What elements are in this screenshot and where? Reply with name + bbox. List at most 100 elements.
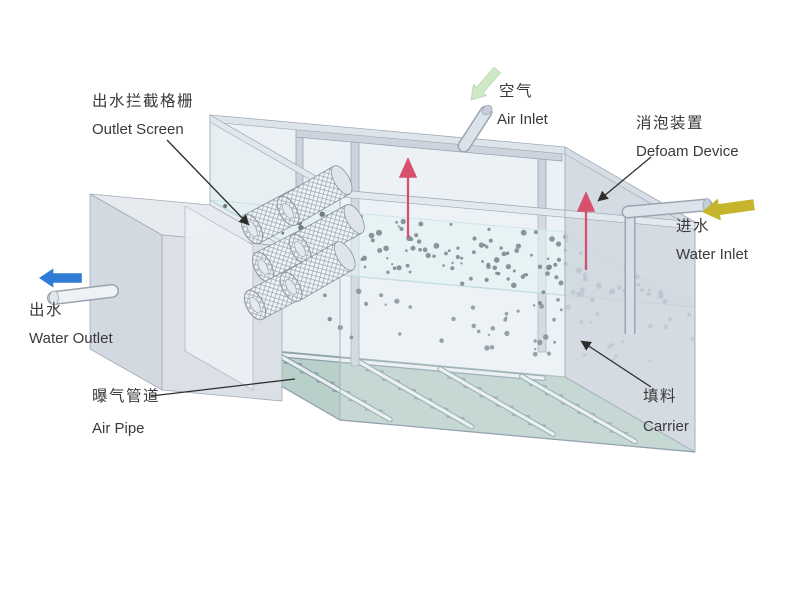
carrier-dot <box>400 218 406 225</box>
pointer-air-pipe <box>150 378 296 397</box>
carrier-dot <box>432 254 436 258</box>
carrier-dot <box>505 264 511 270</box>
carrier-dot <box>449 222 453 226</box>
screen-cylinder <box>279 241 356 302</box>
pointer-defoam-device <box>597 156 652 202</box>
carrier-dot <box>383 245 389 252</box>
carrier-dot <box>485 245 489 249</box>
carrier-dot <box>501 251 507 257</box>
carrier-dot <box>554 275 559 280</box>
label-air-pipe-en: Air Pipe <box>92 420 145 437</box>
carrier-dot <box>394 298 400 304</box>
outlet-screen-cylinders <box>240 165 365 321</box>
carrier-dot <box>514 248 519 253</box>
carrier-dot <box>532 351 538 357</box>
carrier-dot <box>398 332 402 336</box>
outlet-chamber <box>89 193 283 402</box>
carrier-dot <box>405 249 408 252</box>
carrier-dot <box>511 282 517 289</box>
water-inlet-pipe <box>621 198 713 334</box>
carrier-dot <box>524 273 529 277</box>
carrier-dot <box>472 236 477 241</box>
carrier-dot <box>537 339 543 346</box>
label-air-inlet-en: Air Inlet <box>497 111 549 128</box>
carrier-dot <box>541 290 546 295</box>
carrier-dot <box>323 293 327 298</box>
label-defoam-device-cn: 消泡装置 <box>636 114 704 132</box>
carrier-dot <box>489 345 495 350</box>
carrier-dot <box>460 256 464 260</box>
carrier-dot <box>530 253 533 257</box>
carrier-dot <box>496 271 501 276</box>
carrier-dot <box>472 250 476 255</box>
carrier-dot <box>470 305 476 310</box>
carrier-dot <box>444 251 448 256</box>
carrier-dot <box>319 211 325 217</box>
carrier-dot <box>556 257 562 262</box>
carrier-dot <box>364 301 369 306</box>
carrier-dot <box>405 263 410 268</box>
carrier-dot <box>281 231 285 235</box>
carrier-dot <box>460 281 465 286</box>
carrier-dot <box>476 329 481 334</box>
carrier-dot <box>368 232 375 239</box>
carrier-dot <box>481 260 484 263</box>
carrier-dot <box>485 279 488 282</box>
carrier-dot <box>505 251 510 256</box>
carrier-dot <box>499 246 503 250</box>
carrier-dot <box>433 242 440 249</box>
carrier-dot <box>552 317 556 322</box>
air-pipe-grid <box>259 349 638 445</box>
label-air-inlet-cn: 空气 <box>499 82 533 100</box>
carrier-dot <box>391 263 394 266</box>
label-water-outlet-cn: 出水 <box>29 301 63 319</box>
carrier-dot <box>533 230 538 235</box>
carrier-dot <box>556 298 560 302</box>
carrier-dot <box>395 220 398 224</box>
pointer-outlet-screen <box>166 139 250 226</box>
carrier-dot <box>492 265 498 271</box>
carrier-dot <box>386 270 390 274</box>
label-carrier-en: Carrier <box>643 418 689 435</box>
carrier-dot <box>503 318 508 322</box>
air-pipe <box>520 374 637 444</box>
carrier-dot <box>549 236 555 242</box>
label-air-pipe-cn: 曝气管道 <box>92 387 160 405</box>
carrier-dot <box>478 242 485 248</box>
carrier-dot <box>546 351 552 356</box>
carrier-dot <box>471 323 477 329</box>
carrier-dot <box>399 226 404 231</box>
carrier-dot <box>488 238 493 243</box>
defoam-device-arrows <box>398 157 596 270</box>
carrier-dot <box>355 288 362 295</box>
carrier-dot <box>450 266 455 271</box>
carrier-dot <box>447 249 451 253</box>
air-pipe <box>275 352 392 422</box>
air-pipe <box>438 367 555 436</box>
carrier-dot <box>538 301 542 305</box>
carrier-dot <box>559 308 563 312</box>
carrier-dot <box>439 338 444 343</box>
label-pointers <box>150 139 652 397</box>
carrier-dot <box>349 335 354 340</box>
carrier-dot <box>418 247 422 252</box>
air-inlet-arrow-icon <box>464 63 505 107</box>
carrier-dot <box>543 334 549 340</box>
carrier-dot <box>506 277 510 281</box>
water-outlet-pipe <box>47 284 119 306</box>
pointer-carrier <box>580 340 652 388</box>
carrier-dot <box>486 262 491 267</box>
carrier-dot <box>376 229 382 236</box>
carrier-dot <box>386 257 389 260</box>
carrier-dot <box>392 266 397 271</box>
label-carrier-cn: 填料 <box>643 387 677 405</box>
carrier-dot <box>504 330 510 336</box>
carrier-dot <box>442 264 445 267</box>
carrier-dot <box>425 252 431 259</box>
carrier-dot <box>361 255 367 261</box>
carrier-dot <box>456 246 460 250</box>
carrier-dot <box>363 265 367 269</box>
carrier-dot <box>451 316 456 322</box>
air-inlet-pipe <box>457 104 493 153</box>
carrier-dot <box>410 245 416 251</box>
